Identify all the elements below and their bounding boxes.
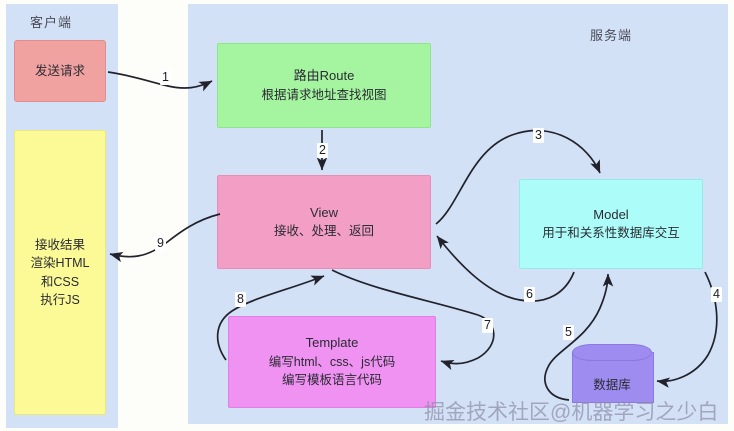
- node-template-subtitle-2: 编写模板语言代码: [281, 373, 382, 388]
- edge-label-5: 5: [563, 325, 574, 340]
- node-receive-result-line-2: 渲染HTML: [30, 256, 90, 271]
- edge-label-7: 7: [482, 318, 493, 333]
- node-model[interactable]: Model 用于和关系性数据库交互: [519, 179, 703, 269]
- node-model-subtitle: 用于和关系性数据库交互: [542, 226, 680, 241]
- node-receive-result-line-3: 和CSS: [40, 274, 80, 289]
- edge-label-2: 2: [317, 143, 328, 158]
- edge-label-8: 8: [235, 292, 246, 307]
- node-send-request[interactable]: 发送请求: [14, 40, 106, 102]
- node-receive-result-line-1: 接收结果: [34, 238, 85, 253]
- node-receive-result[interactable]: 接收结果 渲染HTML 和CSS 执行JS: [14, 130, 106, 415]
- node-send-request-line-1: 发送请求: [34, 63, 85, 78]
- client-panel-label: 客户端: [30, 15, 73, 30]
- node-template-subtitle-1: 编写html、css、js代码: [268, 355, 396, 370]
- node-route-subtitle: 根据请求地址查找视图: [261, 87, 387, 102]
- node-receive-result-line-4: 执行JS: [40, 292, 80, 307]
- node-view-title: View: [310, 204, 338, 220]
- node-model-title: Model: [593, 206, 629, 222]
- edge-label-3: 3: [533, 128, 544, 143]
- watermark: 掘金技术社区@机器学习之少白: [424, 401, 719, 424]
- database-cylinder-top: [572, 344, 652, 361]
- node-view-subtitle: 接收、处理、返回: [273, 224, 374, 239]
- edge-label-1: 1: [160, 70, 171, 85]
- node-template-title: Template: [305, 335, 359, 351]
- edge-label-4: 4: [711, 287, 722, 302]
- server-panel-label: 服务端: [590, 28, 633, 43]
- edge-label-6: 6: [524, 287, 535, 302]
- node-database-label: 数据库: [593, 378, 631, 392]
- node-template[interactable]: Template 编写html、css、js代码 编写模板语言代码: [228, 316, 436, 408]
- edge-label-9: 9: [155, 236, 166, 251]
- node-route[interactable]: 路由Route 根据请求地址查找视图: [217, 43, 431, 128]
- node-route-title: 路由Route: [293, 68, 355, 84]
- node-view[interactable]: View 接收、处理、返回: [217, 175, 431, 269]
